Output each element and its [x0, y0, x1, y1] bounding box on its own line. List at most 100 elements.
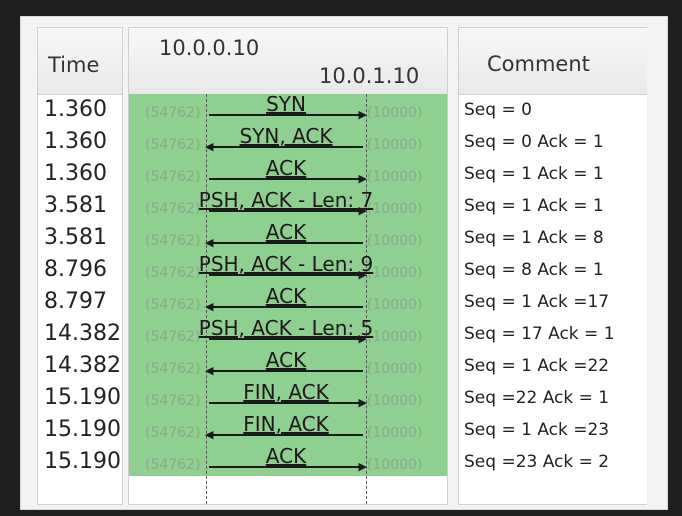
time-cell[interactable]: 8.796	[44, 257, 107, 282]
host-a-label: 10.0.0.10	[159, 36, 260, 60]
comment-cell[interactable]: Seq = 8 Ack = 1	[464, 260, 604, 280]
source-port-label: (54762)	[145, 329, 201, 345]
arrowhead-right-icon: ▶	[358, 460, 367, 473]
comment-cell[interactable]: Seq = 1 Ack = 8	[464, 228, 604, 248]
destination-port-label: (10000)	[367, 137, 423, 153]
time-cell[interactable]: 8.797	[44, 289, 107, 314]
time-column: Time 1.360 1.360 1.360 3.581 3.581 8.796 8.797…	[37, 27, 123, 505]
time-cell[interactable]: 1.360	[44, 161, 107, 186]
packet-label: ACK	[265, 284, 307, 308]
arrowhead-left-icon: ◀	[205, 300, 214, 313]
arrow-left: ◀	[205, 365, 363, 377]
flow-row[interactable]: (54762)(10000)◀ACK	[129, 220, 447, 254]
source-port-label: (54762)	[145, 361, 201, 377]
packet-label: SYN	[266, 92, 306, 116]
destination-port-label: (10000)	[367, 201, 423, 217]
comment-cell[interactable]: Seq = 1 Ack =17	[464, 292, 610, 312]
arrowhead-right-icon: ▶	[358, 332, 367, 345]
flow-row[interactable]: (54762)(10000)▶SYN	[129, 92, 447, 126]
arrowhead-right-icon: ▶	[358, 396, 367, 409]
flow-highlight-area	[129, 94, 447, 476]
destination-port-label: (10000)	[367, 265, 423, 281]
flow-row[interactable]: (54762) (10000)▶PSH, ACK - Len: 9	[129, 252, 447, 286]
comment-header[interactable]: Comment	[459, 28, 647, 95]
flow-row[interactable]: (54762)(10000)◀ACK	[129, 284, 447, 318]
arrow-right: ▶	[209, 269, 367, 281]
time-cell[interactable]: 14.382	[44, 321, 121, 346]
arrow-right: ▶	[209, 461, 367, 473]
arrow-left: ◀	[205, 237, 363, 249]
arrow-right: ▶	[209, 397, 367, 409]
time-cell[interactable]: 3.581	[44, 225, 107, 250]
comment-cell[interactable]: Seq = 1 Ack =22	[464, 356, 610, 376]
destination-port-label: (10000)	[367, 169, 423, 185]
comment-cell[interactable]: Seq = 0	[464, 100, 532, 120]
time-cell[interactable]: 1.360	[44, 129, 107, 154]
time-cell[interactable]: 15.190	[44, 449, 121, 474]
packet-label: SYN, ACK	[239, 124, 333, 148]
time-cell[interactable]: 3.581	[44, 193, 107, 218]
flow-blank-area	[129, 476, 447, 504]
time-cell[interactable]: 14.382	[44, 353, 121, 378]
flow-row[interactable]: (54762)(10000)◀FIN, ACK	[129, 412, 447, 446]
source-port-label: (54762)	[145, 105, 201, 121]
flow-row[interactable]: (54762) (10000)▶ FIN, ACK	[129, 380, 447, 414]
packet-label: ACK	[265, 220, 307, 244]
arrowhead-right-icon: ▶	[358, 172, 367, 185]
time-header[interactable]: Time	[38, 28, 122, 95]
flow-column: 10.0.0.10 10.0.1.10 (54762)(10000)▶SYN(5…	[128, 27, 448, 505]
flow-row[interactable]: (54762) (10000)▶ ACK	[129, 156, 447, 190]
destination-port-label: (10000)	[367, 425, 423, 441]
flow-row[interactable]: (54762) (10000) ◀SYN, ACK	[129, 124, 447, 158]
comment-cell[interactable]: Seq =23 Ack = 2	[464, 452, 610, 472]
arrowhead-left-icon: ◀	[205, 364, 214, 377]
arrow-right: ▶	[209, 205, 367, 217]
packet-label: ACK	[265, 348, 307, 372]
comment-column: Comment Seq = 0 Seq = 0 Ack = 1 Seq = 1 Ac…	[458, 27, 647, 505]
host-b-label: 10.0.1.10	[319, 64, 420, 88]
flow-row[interactable]: (54762) (10000)▶PSH, ACK - Len: 7	[129, 188, 447, 222]
comment-cell[interactable]: Seq = 1 Ack = 1	[464, 196, 604, 216]
destination-port-label: (10000)	[367, 233, 423, 249]
source-port-label: (54762)	[145, 393, 201, 409]
arrowhead-right-icon: ▶	[358, 204, 367, 217]
destination-port-label: (10000)	[367, 361, 423, 377]
comment-header-label: Comment	[487, 52, 590, 76]
source-port-label: (54762)	[145, 137, 201, 153]
arrowhead-right-icon: ▶	[358, 108, 367, 121]
time-cell[interactable]: 1.360	[44, 97, 107, 122]
destination-port-label: (10000)	[367, 393, 423, 409]
time-cell[interactable]: 15.190	[44, 385, 121, 410]
arrowhead-left-icon: ◀	[205, 428, 214, 441]
comment-cell[interactable]: Seq = 1 Ack = 1	[464, 164, 604, 184]
packet-label: FIN, ACK	[243, 412, 329, 436]
packet-label: PSH, ACK - Len: 5	[198, 316, 374, 340]
arrow-right: ▶	[209, 109, 367, 121]
flow-header: 10.0.0.10 10.0.1.10	[129, 28, 447, 95]
packet-label: FIN, ACK	[243, 380, 329, 404]
flow-row[interactable]: (54762)(10000)▶ACK	[129, 444, 447, 478]
arrowhead-left-icon: ◀	[205, 236, 214, 249]
arrow-left: ◀	[205, 429, 363, 441]
source-port-label: (54762)	[145, 457, 201, 473]
host-b-lifeline	[366, 94, 367, 504]
arrowhead-right-icon: ▶	[358, 268, 367, 281]
comment-cell[interactable]: Seq = 0 Ack = 1	[464, 132, 604, 152]
source-port-label: (54762)	[145, 201, 201, 217]
source-port-label: (54762)	[145, 297, 201, 313]
packet-label: PSH, ACK - Len: 9	[198, 252, 374, 276]
arrow-right: ▶	[209, 333, 367, 345]
flow-graph-window: Time 1.360 1.360 1.360 3.581 3.581 8.796 8.797…	[20, 16, 668, 510]
source-port-label: (54762)	[145, 265, 201, 281]
arrow-right: ▶	[209, 173, 367, 185]
flow-row[interactable]: (54762)(10000)▶PSH, ACK - Len: 5	[129, 316, 447, 350]
comment-cell[interactable]: Seq = 1 Ack =23	[464, 420, 610, 440]
packet-label: ACK	[265, 156, 307, 180]
packet-label: PSH, ACK - Len: 7	[198, 188, 374, 212]
time-cell[interactable]: 15.190	[44, 417, 121, 442]
source-port-label: (54762)	[145, 169, 201, 185]
comment-cell[interactable]: Seq = 17 Ack = 1	[464, 324, 615, 344]
comment-cell[interactable]: Seq =22 Ack = 1	[464, 388, 610, 408]
flow-row[interactable]: (54762) (10000) ◀ ACK	[129, 348, 447, 382]
arrow-left: ◀	[205, 141, 363, 153]
